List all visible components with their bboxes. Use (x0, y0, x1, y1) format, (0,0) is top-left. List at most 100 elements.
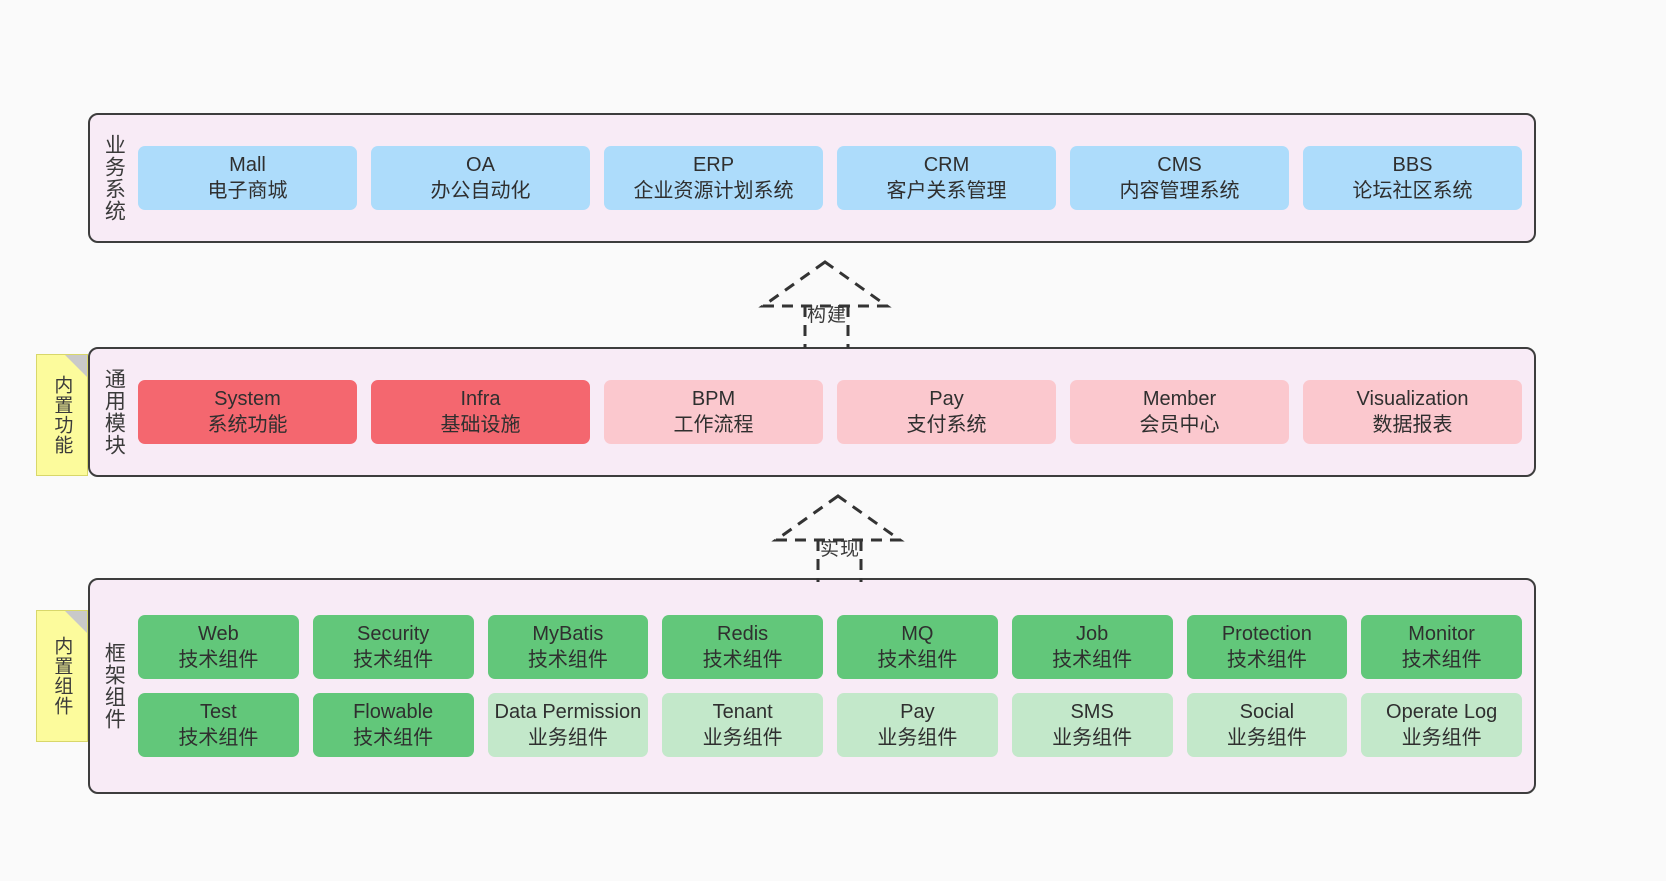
card-title: Infra (460, 388, 501, 410)
card-subtitle: 论坛社区系统 (1352, 180, 1473, 202)
card-subtitle: 技术组件 (1052, 649, 1133, 671)
card-oa[interactable]: OA 办公自动化 (371, 146, 590, 210)
card-tenant[interactable]: Tenant 业务组件 (662, 693, 823, 757)
note-label: 内置组件 (51, 636, 73, 716)
layer-common-modules[interactable]: 通用模块 System 系统功能 Infra 基础设施 BPM 工作流程 Pay… (88, 347, 1536, 477)
layer-body-common-modules: System 系统功能 Infra 基础设施 BPM 工作流程 Pay 支付系统… (136, 349, 1534, 475)
card-pay[interactable]: Pay 支付系统 (837, 380, 1056, 444)
card-member[interactable]: Member 会员中心 (1070, 380, 1289, 444)
card-subtitle: 技术组件 (702, 649, 783, 671)
card-title: OA (466, 154, 495, 176)
card-visualization[interactable]: Visualization 数据报表 (1303, 380, 1522, 444)
card-system[interactable]: System 系统功能 (138, 380, 357, 444)
layer-framework-components[interactable]: 框架组件 Web 技术组件 Security 技术组件 MyBatis 技术组件… (88, 578, 1536, 794)
card-subtitle: 技术组件 (353, 649, 434, 671)
card-title: Pay (929, 388, 964, 410)
card-mall[interactable]: Mall 电子商城 (138, 146, 357, 210)
card-redis[interactable]: Redis 技术组件 (662, 615, 823, 679)
card-subtitle: 业务组件 (527, 727, 608, 749)
card-subtitle: 业务组件 (1226, 727, 1307, 749)
card-subtitle: 客户关系管理 (886, 180, 1007, 202)
card-title: MQ (901, 623, 934, 645)
card-title: MyBatis (532, 623, 604, 645)
card-subtitle: 内容管理系统 (1119, 180, 1240, 202)
card-title: Member (1142, 388, 1217, 410)
connector-build: 构建 (755, 258, 905, 348)
card-row: Web 技术组件 Security 技术组件 MyBatis 技术组件 Redi… (138, 615, 1522, 679)
card-title: Tenant (712, 701, 773, 723)
card-mybatis[interactable]: MyBatis 技术组件 (487, 615, 649, 679)
card-subtitle: 业务组件 (877, 727, 958, 749)
card-erp[interactable]: ERP 企业资源计划系统 (604, 146, 823, 210)
connector-implement: 实现 (768, 492, 918, 582)
layer-title-common-modules: 通用模块 (102, 368, 126, 456)
card-title: Monitor (1408, 623, 1475, 645)
card-subtitle: 会员中心 (1139, 414, 1220, 436)
card-subtitle: 业务组件 (1401, 727, 1482, 749)
layer-business-systems[interactable]: 业务系统 Mall 电子商城 OA 办公自动化 ERP 企业资源计划系统 CRM… (88, 113, 1536, 243)
card-title: CRM (923, 154, 970, 176)
card-subtitle: 系统功能 (207, 414, 288, 436)
connector-build-label: 构建 (807, 305, 848, 326)
card-subtitle: 技术组件 (178, 649, 259, 671)
card-subtitle: 办公自动化 (430, 180, 531, 202)
card-row: System 系统功能 Infra 基础设施 BPM 工作流程 Pay 支付系统… (138, 380, 1522, 444)
card-test[interactable]: Test 技术组件 (138, 693, 299, 757)
card-flowable[interactable]: Flowable 技术组件 (312, 693, 474, 757)
card-subtitle: 技术组件 (527, 649, 608, 671)
card-job[interactable]: Job 技术组件 (1011, 615, 1173, 679)
card-title: BBS (1392, 154, 1433, 176)
card-subtitle: 业务组件 (1052, 727, 1133, 749)
card-subtitle: 技术组件 (178, 727, 259, 749)
card-row: Test 技术组件 Flowable 技术组件 Data Permission … (138, 693, 1522, 757)
card-subtitle: 电子商城 (207, 180, 288, 202)
card-title: Mall (229, 154, 266, 176)
card-title: Visualization (1356, 388, 1469, 410)
card-subtitle: 业务组件 (702, 727, 783, 749)
card-title: System (214, 388, 281, 410)
card-title: SMS (1070, 701, 1114, 723)
card-title: Pay (900, 701, 935, 723)
card-row: Mall 电子商城 OA 办公自动化 ERP 企业资源计划系统 CRM 客户关系… (138, 146, 1522, 210)
card-subtitle: 技术组件 (877, 649, 958, 671)
card-subtitle: 技术组件 (1401, 649, 1482, 671)
card-operate-log[interactable]: Operate Log 业务组件 (1361, 693, 1522, 757)
note-builtin-component: 内置组件 (36, 610, 88, 742)
card-protection[interactable]: Protection 技术组件 (1186, 615, 1348, 679)
card-sms[interactable]: SMS 业务组件 (1011, 693, 1173, 757)
card-subtitle: 数据报表 (1372, 414, 1453, 436)
card-title: Operate Log (1386, 701, 1498, 723)
card-title: CMS (1157, 154, 1202, 176)
card-title: Test (200, 701, 237, 723)
card-subtitle: 企业资源计划系统 (633, 180, 794, 202)
card-title: Flowable (353, 701, 434, 723)
card-title: Job (1076, 623, 1109, 645)
card-mq[interactable]: MQ 技术组件 (837, 615, 998, 679)
card-infra[interactable]: Infra 基础设施 (371, 380, 590, 444)
card-title: Data Permission (494, 701, 642, 723)
card-cms[interactable]: CMS 内容管理系统 (1070, 146, 1289, 210)
layer-title-business-systems: 业务系统 (102, 134, 126, 222)
card-title: ERP (692, 154, 735, 176)
card-subtitle: 技术组件 (1226, 649, 1307, 671)
card-social[interactable]: Social 业务组件 (1186, 693, 1348, 757)
connector-implement-label: 实现 (820, 539, 861, 560)
card-subtitle: 工作流程 (673, 414, 754, 436)
card-bpm[interactable]: BPM 工作流程 (604, 380, 823, 444)
card-crm[interactable]: CRM 客户关系管理 (837, 146, 1056, 210)
card-monitor[interactable]: Monitor 技术组件 (1361, 615, 1522, 679)
card-security[interactable]: Security 技术组件 (312, 615, 474, 679)
card-subtitle: 技术组件 (353, 727, 434, 749)
card-title: Protection (1221, 623, 1312, 645)
layer-title-framework-components: 框架组件 (102, 642, 126, 730)
card-title: Security (357, 623, 430, 645)
card-bbs[interactable]: BBS 论坛社区系统 (1303, 146, 1522, 210)
card-title: Web (197, 623, 239, 645)
note-label: 内置功能 (51, 375, 73, 455)
card-data-permission[interactable]: Data Permission 业务组件 (487, 693, 649, 757)
card-web[interactable]: Web 技术组件 (138, 615, 299, 679)
card-title: Social (1239, 701, 1295, 723)
card-pay-business[interactable]: Pay 业务组件 (837, 693, 998, 757)
card-title: BPM (691, 388, 736, 410)
